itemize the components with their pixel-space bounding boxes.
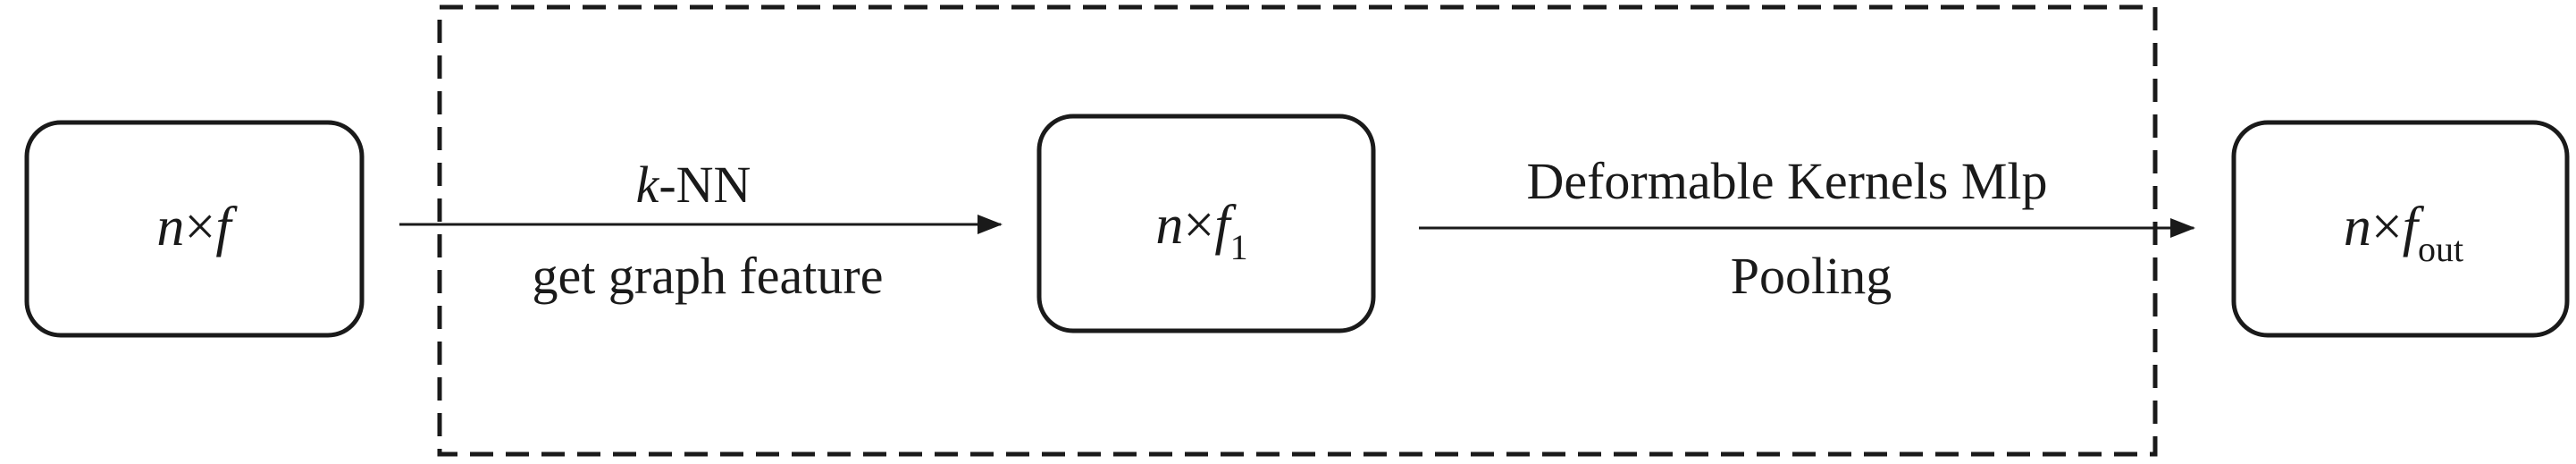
middle-subscript: 1	[1230, 227, 1248, 267]
input-times: ×	[184, 197, 215, 257]
dashed-group-border	[437, 4, 2158, 457]
edge1-top-k: k	[636, 156, 660, 214]
input-node-box	[24, 120, 365, 338]
middle-node-box	[1036, 114, 1376, 333]
edge1-bottom-label: get graph feature	[533, 247, 884, 305]
edge2-top-label: Deformable Kernels Mlp	[1526, 152, 2047, 210]
input-node: n×f	[24, 120, 365, 338]
edge1-top-label: k-NN	[636, 156, 751, 214]
output-node: n×fout	[2231, 120, 2570, 338]
input-var: n	[156, 197, 184, 257]
middle-node: n×f1	[1036, 114, 1376, 333]
output-subscript: out	[2418, 229, 2463, 269]
output-var: n	[2344, 197, 2371, 257]
middle-var: n	[1155, 195, 1183, 256]
edge2-bottom-label: Pooling	[1731, 247, 1892, 305]
middle-times: ×	[1183, 195, 1214, 256]
output-node-label: n×fout	[2344, 197, 2463, 269]
output-node-box	[2231, 120, 2570, 338]
edge1-top-nn: -NN	[659, 156, 751, 214]
output-times: ×	[2371, 197, 2403, 257]
input-node-label: n×f	[156, 197, 238, 257]
